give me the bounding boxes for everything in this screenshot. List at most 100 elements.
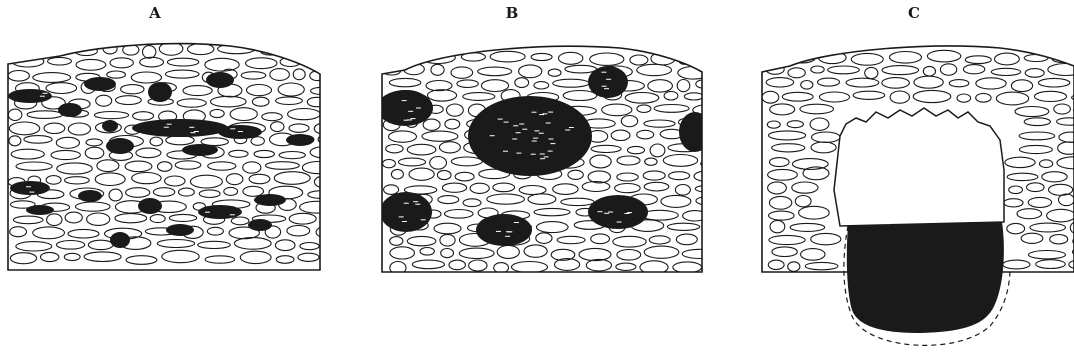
pebble (240, 251, 271, 263)
pebble (1030, 223, 1066, 232)
pebble (276, 97, 303, 105)
pebble (519, 65, 542, 78)
pebble (445, 210, 474, 219)
pebble (590, 53, 624, 65)
pebble (613, 236, 646, 247)
dark-lens (476, 214, 532, 246)
pebble (287, 226, 310, 236)
pebble (430, 157, 447, 170)
pebble (1059, 194, 1074, 206)
pebble (88, 240, 113, 249)
pebble (497, 245, 519, 258)
pebble (553, 79, 589, 87)
pebble (669, 172, 690, 180)
pebble (398, 158, 425, 166)
pebble (515, 78, 529, 88)
dark-lens (102, 120, 118, 132)
pebble (13, 216, 43, 224)
pebble (767, 121, 780, 128)
pebble (109, 189, 122, 201)
dark-lens (588, 195, 648, 229)
dark-lens (84, 77, 116, 91)
dark-lens (106, 138, 134, 154)
dark-lens (182, 144, 218, 156)
pebble (1042, 172, 1067, 182)
pebble (16, 242, 52, 251)
pebble (677, 80, 690, 92)
pebble (1011, 80, 1032, 92)
pebble (695, 185, 733, 193)
pebble (126, 256, 157, 265)
pebble (243, 186, 264, 196)
pebble (96, 95, 112, 106)
dark-lens (8, 89, 52, 103)
pebble (766, 78, 794, 87)
pebble (637, 130, 654, 139)
pebble (819, 92, 849, 102)
pebble (51, 150, 80, 159)
pebble (48, 57, 72, 65)
pebble (768, 169, 798, 180)
pebble (422, 131, 458, 141)
pebble (617, 173, 638, 181)
pebble (1003, 260, 1030, 269)
pebble (643, 171, 665, 180)
pebble (694, 171, 720, 181)
pebble (1049, 184, 1073, 195)
pebble (1015, 107, 1049, 117)
pebble (1057, 118, 1074, 125)
pebble (143, 46, 156, 59)
pebble (226, 174, 243, 185)
pebble (302, 162, 333, 174)
pebble (630, 55, 648, 65)
pebble (179, 188, 195, 196)
pebble (27, 111, 62, 119)
pebble (211, 96, 247, 107)
dark-lens (132, 119, 228, 137)
pebble (140, 57, 164, 67)
pebble (654, 105, 689, 113)
pebble (246, 58, 277, 69)
pebble (133, 112, 154, 120)
pebble (1036, 260, 1066, 269)
pebble (224, 187, 238, 195)
pebble (57, 163, 93, 174)
pebble (976, 78, 1006, 89)
pebble (810, 118, 829, 130)
pebble (188, 44, 214, 55)
dark-lens (138, 198, 162, 214)
pebble (637, 64, 672, 75)
pebble (423, 119, 440, 130)
pebble (389, 78, 420, 86)
pebble (208, 162, 236, 170)
panel-b-cross-section (377, 46, 738, 274)
pebble (64, 253, 80, 260)
pebble (310, 147, 340, 159)
pebble (616, 263, 636, 270)
pebble (1028, 197, 1051, 207)
pebble (487, 194, 525, 204)
pebble (531, 53, 552, 60)
pebble (252, 97, 269, 106)
pebble (811, 233, 841, 244)
pebble (788, 262, 800, 272)
dark-lens (198, 205, 242, 219)
pebble (241, 72, 266, 79)
pebble (534, 82, 549, 89)
pebble (805, 262, 838, 269)
pebble (846, 78, 879, 87)
pebble (449, 260, 465, 270)
pebble (162, 250, 199, 262)
pebble (24, 136, 52, 144)
pebble (957, 94, 971, 102)
pebble (126, 188, 150, 198)
pebble (274, 172, 310, 185)
pebble (87, 213, 110, 225)
pebble (158, 162, 172, 172)
pebble (561, 198, 594, 205)
pebble (768, 260, 784, 269)
pebble (136, 148, 161, 158)
dark-lens (206, 72, 234, 88)
pebble (455, 172, 474, 181)
pebble (157, 240, 194, 248)
